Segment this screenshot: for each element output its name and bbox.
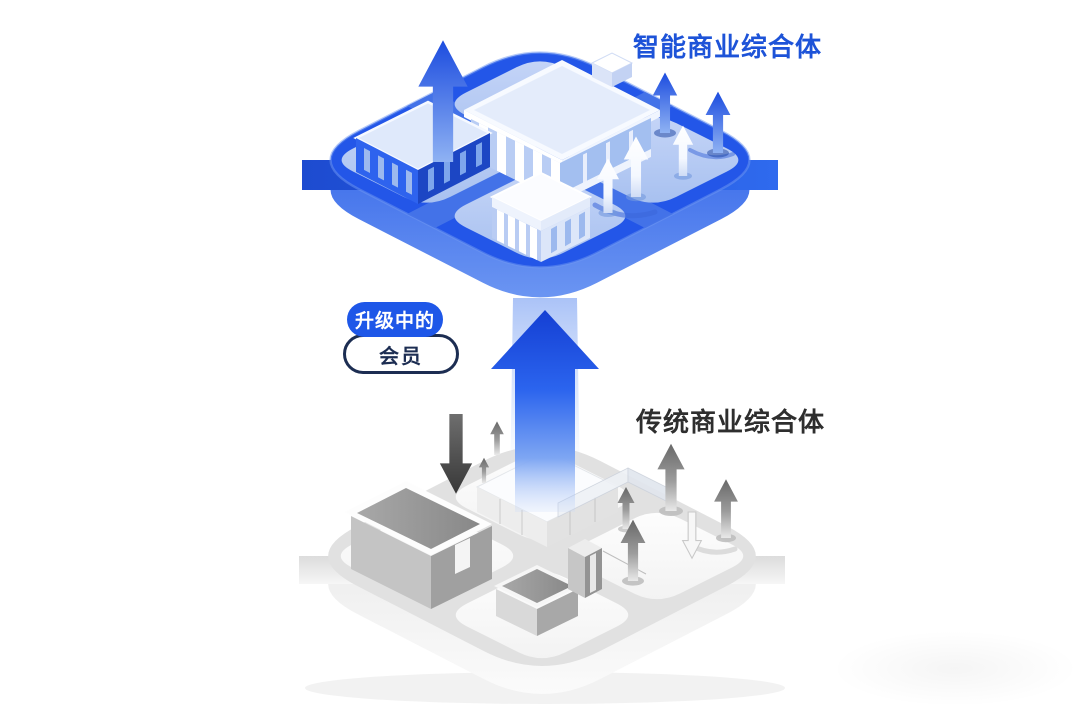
member-badge: 会员 (343, 334, 459, 374)
traditional-platform-title: 传统商业综合体 (636, 408, 826, 438)
background-smudge (830, 630, 1080, 707)
upgrading-badge: 升级中的 (347, 302, 443, 337)
building-door (455, 538, 470, 574)
building-gray-box (494, 565, 580, 636)
upgrading-badge-text: 升级中的 (354, 310, 435, 332)
building-gray-tower (568, 539, 647, 598)
building-blue-office (353, 100, 493, 204)
upgrade-arrow-icon (491, 310, 599, 512)
building-blue-mall (464, 52, 660, 202)
smart-platform-title: 智能商业综合体 (633, 33, 823, 63)
building-gray-warehouse (345, 481, 492, 609)
arrow-base (716, 533, 736, 543)
arrow-base (598, 209, 618, 217)
member-badge-text: 会员 (379, 343, 423, 368)
arrow-base (674, 172, 692, 180)
arrow-base (622, 576, 644, 586)
arrow-base (654, 128, 676, 138)
smart-platform (302, 40, 778, 298)
pad-path-decoration (688, 148, 735, 160)
pad-path-decoration (592, 202, 658, 219)
rooftop-unit (590, 52, 634, 87)
arrow-base (659, 506, 683, 516)
building-blue-pavilion (489, 171, 593, 262)
arrow-base (707, 148, 729, 158)
up-arrow-icon (490, 421, 504, 455)
